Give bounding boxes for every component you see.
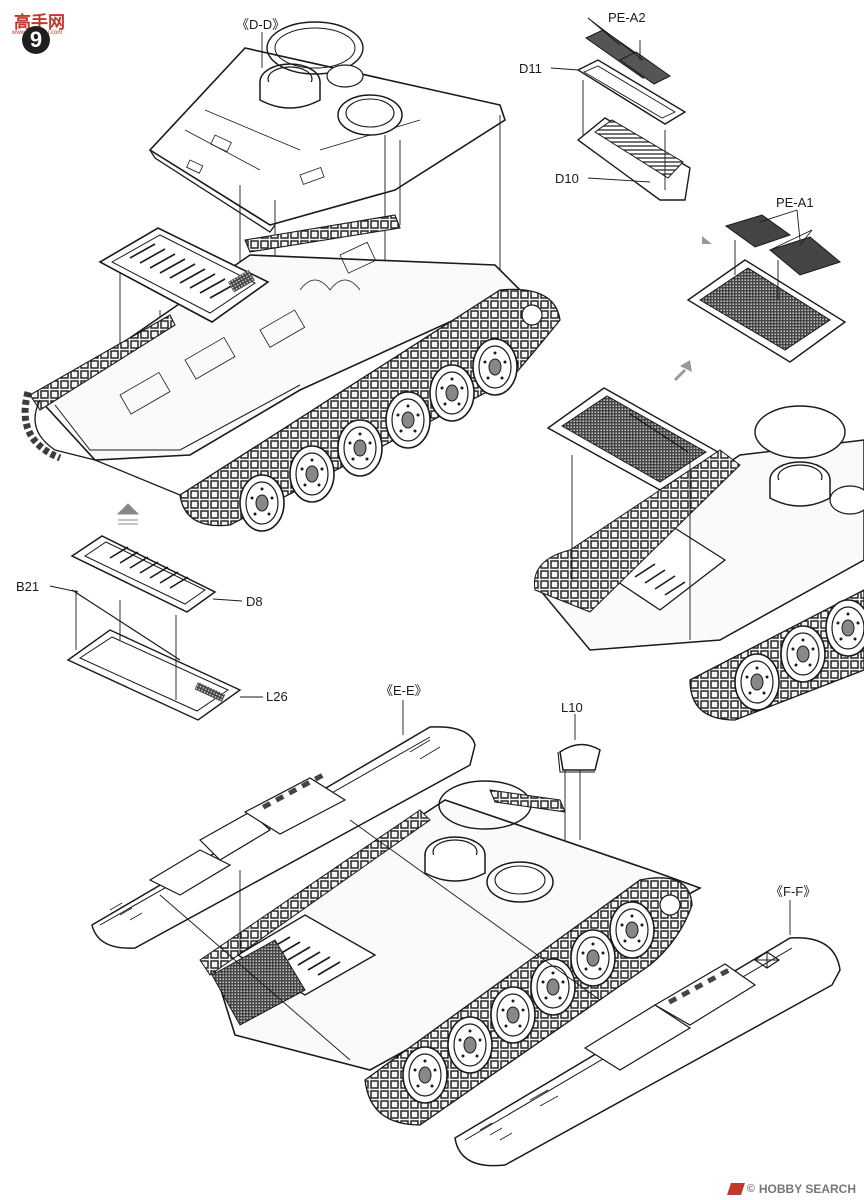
- l10-part: [557, 714, 601, 773]
- callout-ee: 《E-E》: [380, 683, 428, 698]
- b21-d8-l26-subassembly: [49, 535, 263, 721]
- lower-hull-right: [533, 360, 864, 721]
- step-number-badge: 9: [22, 26, 50, 54]
- copyright-symbol: ©: [746, 1183, 755, 1195]
- callout-pe-a2: PE-A2: [608, 10, 646, 25]
- callout-b21: B21: [16, 579, 40, 594]
- hull-assembled: [159, 770, 702, 1126]
- dd-deck-plate: [148, 21, 506, 233]
- callout-l26: L26: [266, 689, 288, 704]
- callout-dd: 《D-D》: [236, 17, 286, 32]
- lower-hull-main: [21, 214, 561, 532]
- engine-deck-grille-left: [98, 227, 270, 323]
- callout-d10: D10: [555, 171, 579, 186]
- pe-a1-subassembly: [686, 214, 847, 363]
- ee-fender: [91, 700, 476, 949]
- callout-l10: L10: [561, 700, 583, 715]
- ff-fender: [454, 900, 841, 1167]
- callout-ff: 《F-F》: [770, 884, 817, 899]
- callout-pe-a1: PE-A1: [776, 195, 814, 210]
- brand-text: HOBBY SEARCH: [758, 1182, 856, 1196]
- placement-arrow-left: [116, 503, 140, 525]
- hobby-search-logo-icon: [726, 1183, 745, 1195]
- callout-d8: D8: [246, 594, 263, 609]
- d11-d10-subassembly: [550, 17, 691, 201]
- callout-d11: D11: [519, 61, 542, 76]
- hobby-search-watermark: © HOBBY SEARCH: [726, 1182, 856, 1196]
